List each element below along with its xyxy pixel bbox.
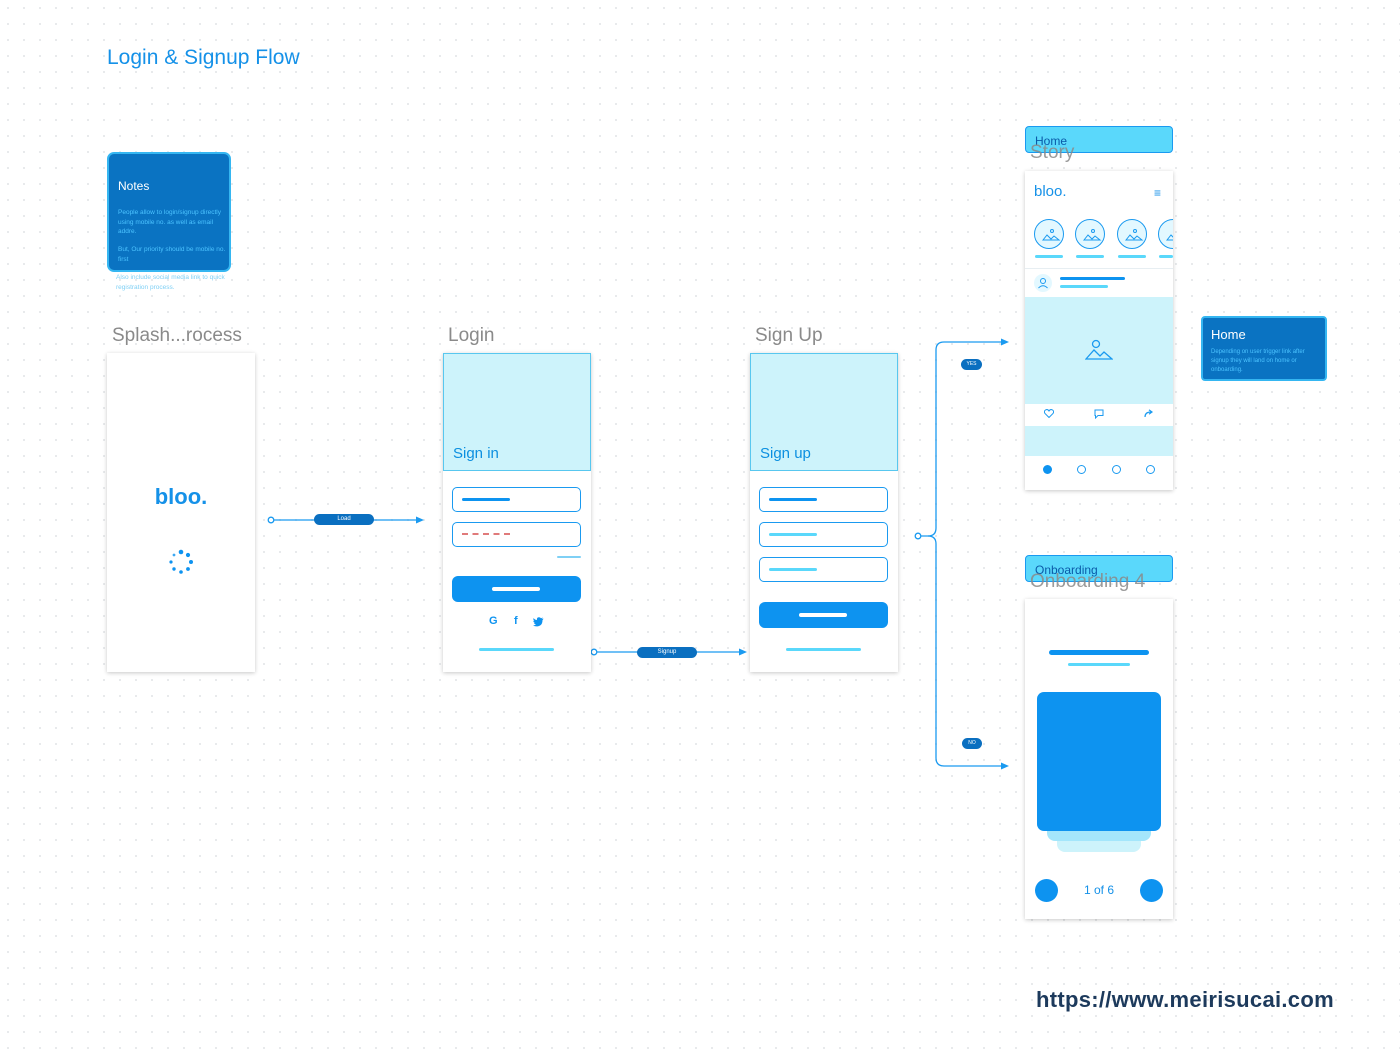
load-pill: Load [314, 514, 374, 525]
sign-up-button[interactable] [759, 602, 888, 628]
twitter-icon[interactable] [533, 617, 544, 627]
signup-email-field[interactable] [759, 522, 888, 547]
onboarding-frame-label: Onboarding 4 [1030, 571, 1146, 592]
login-link[interactable] [786, 648, 861, 651]
menu-icon[interactable]: ≡ [1154, 186, 1162, 200]
page-title: Login & Signup Flow [107, 46, 300, 69]
notes-title: Notes [118, 179, 150, 193]
home-note-title: Home [1211, 327, 1246, 342]
signup-hero-title: Sign up [760, 445, 811, 462]
story-frame-label: Story [1030, 142, 1075, 163]
load-connector-arrow [416, 516, 424, 524]
prev-button[interactable] [1035, 879, 1058, 902]
notes-card: Notes People allow to login/signup direc… [107, 152, 231, 272]
branch-yes-line [921, 341, 1002, 537]
google-icon[interactable]: G [489, 615, 498, 627]
image-icon [1085, 339, 1113, 360]
yes-pill: YES [961, 359, 982, 370]
home-frame: bloo. ≡ [1025, 171, 1173, 490]
splash-frame: bloo. [107, 353, 255, 672]
facebook-icon[interactable]: f [514, 615, 518, 627]
home-note-card: Home Depending on user trigger link afte… [1201, 316, 1327, 381]
login-frame: Sign in G f [443, 353, 591, 672]
notes-line-1: People allow to login/signup directly us… [118, 209, 221, 235]
login-frame-label: Login [448, 325, 495, 346]
loading-spinner-icon [169, 549, 193, 574]
signup-frame-label: Sign Up [755, 325, 823, 346]
login-password-field[interactable] [452, 522, 581, 547]
signup-hero: Sign up [750, 353, 898, 471]
story-avatar[interactable] [1075, 219, 1105, 249]
post-avatar[interactable] [1034, 274, 1052, 292]
splash-logo: bloo. [154, 484, 208, 509]
story-image-icons [1041, 229, 1173, 241]
login-hero: Sign in [443, 353, 591, 471]
sign-in-button[interactable] [452, 576, 581, 602]
onboarding-subheading [1068, 663, 1130, 666]
story-avatar[interactable] [1034, 219, 1064, 249]
next-post-image [1025, 426, 1173, 456]
notes-line-3: Also include social media link to quick … [116, 274, 225, 291]
like-icon[interactable] [1044, 409, 1054, 418]
branch-no-line [927, 535, 1002, 767]
no-pill: NO [962, 738, 982, 749]
tab-home-icon[interactable] [1043, 465, 1052, 474]
login-hero-title: Sign in [453, 445, 499, 462]
signup-link[interactable] [479, 648, 554, 651]
tab-notifications-icon[interactable] [1112, 465, 1121, 474]
branch-connector-start [914, 532, 922, 540]
load-connector-start [267, 516, 275, 524]
branch-yes-arrow [1001, 338, 1009, 346]
home-logo: bloo. [1034, 183, 1067, 200]
watermark-url: https://www.meirisucai.com [1036, 987, 1334, 1012]
signup-connector-start [590, 648, 598, 656]
next-button[interactable] [1140, 879, 1163, 902]
signup-frame: Sign up [750, 353, 898, 672]
story-avatar[interactable] [1117, 219, 1147, 249]
share-icon[interactable] [1144, 409, 1155, 418]
tab-search-icon[interactable] [1077, 465, 1086, 474]
splash-frame-label: Splash...rocess [112, 325, 242, 346]
pager-indicator: 1 of 6 [1083, 883, 1115, 897]
post-image [1025, 297, 1173, 404]
home-flow-tab: Home [1025, 126, 1173, 153]
login-username-field[interactable] [452, 487, 581, 512]
onboarding-flow-tab-label: Onboarding [1035, 563, 1098, 577]
onboarding-card [1037, 692, 1161, 831]
signup-name-field[interactable] [759, 487, 888, 512]
comment-icon[interactable] [1094, 409, 1104, 419]
home-flow-tab-label: Home [1035, 134, 1068, 148]
signup-password-field[interactable] [759, 557, 888, 582]
signup-pill: Signup [637, 647, 697, 658]
onboarding-heading [1049, 650, 1149, 655]
onboarding-frame: 1 of 6 [1025, 599, 1173, 919]
tab-profile-icon[interactable] [1146, 465, 1155, 474]
forgot-password-link[interactable] [557, 556, 581, 558]
home-note-description: Depending on user trigger link after sig… [1211, 349, 1305, 373]
branch-no-arrow [1001, 762, 1009, 770]
notes-line-2: But, Our priority should be mobile no. f… [118, 246, 226, 263]
signup-connector-arrow [739, 648, 747, 656]
user-icon [1038, 278, 1048, 289]
onboarding-flow-tab: Onboarding [1025, 555, 1173, 582]
